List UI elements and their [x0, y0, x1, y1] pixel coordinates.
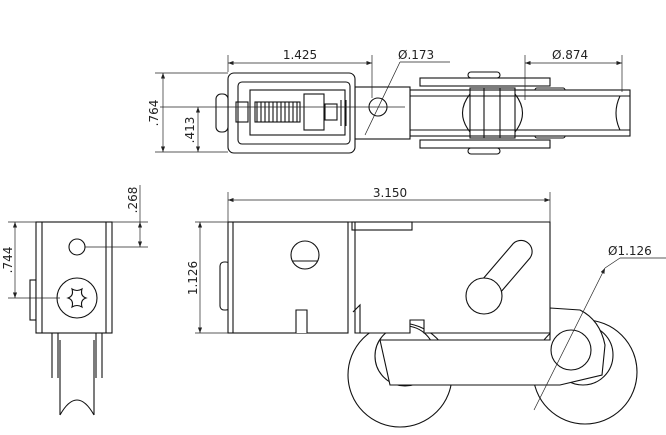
top-view: 1.425 Ø.173 Ø.874 .764 .413 — [147, 48, 631, 155]
dim-268: .268 — [126, 187, 140, 214]
dim-744: .744 — [1, 247, 15, 274]
side-view: .744 .268 — [1, 185, 148, 416]
dim-wheel-874: Ø.874 — [552, 48, 588, 62]
dim-hole-173: Ø.173 — [398, 48, 434, 62]
dim-3-150: 3.150 — [373, 186, 407, 200]
dim-764: .764 — [147, 100, 161, 127]
dim-413: .413 — [183, 117, 197, 144]
dim-1-425: 1.425 — [283, 48, 317, 62]
dim-1-126: 1.126 — [186, 261, 200, 295]
dim-wheel-1-126: Ø1.126 — [608, 244, 652, 258]
phillips-icon — [66, 287, 88, 309]
front-view: 3.150 1.126 Ø1.126 — [186, 186, 666, 428]
screw-head — [56, 277, 98, 319]
